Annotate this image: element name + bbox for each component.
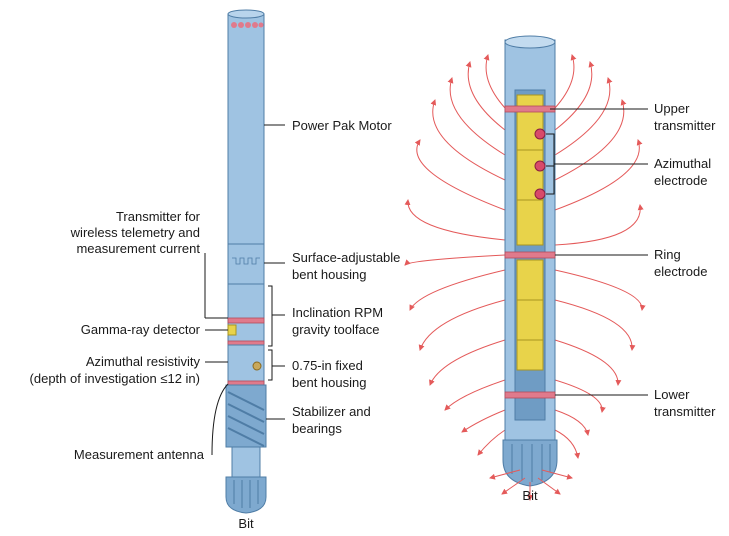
left-labels: Power Pak Motor Transmitter for wireless… xyxy=(30,118,401,531)
label-fixed-bent-1: 0.75-in fixed xyxy=(292,358,363,373)
power-pak-motor-body xyxy=(227,13,265,245)
label-right-bit: Bit xyxy=(522,488,538,503)
label-surface-adjustable-1: Surface-adjustable xyxy=(292,250,400,265)
label-stabilizer-2: bearings xyxy=(292,421,342,436)
mid-ring xyxy=(227,340,265,346)
label-power-pak-motor: Power Pak Motor xyxy=(292,118,392,133)
label-inclination-2: gravity toolface xyxy=(292,322,379,337)
right-tool xyxy=(404,35,648,501)
bearing-section xyxy=(231,446,261,478)
measurement-antenna-ring xyxy=(227,380,265,386)
label-measurement-antenna: Measurement antenna xyxy=(74,447,205,462)
label-fixed-bent-2: bent housing xyxy=(292,375,366,390)
label-azimuthal-resistivity-2: (depth of investigation ≤12 in) xyxy=(30,371,200,386)
label-upper-transmitter-2: transmitter xyxy=(654,118,716,133)
left-bit xyxy=(225,476,267,514)
upper-transmitter-ring xyxy=(504,105,556,113)
field-lines-left xyxy=(404,54,506,456)
field-lines-right xyxy=(554,54,646,459)
label-gamma-ray: Gamma-ray detector xyxy=(81,322,201,337)
resistivity-button xyxy=(252,361,262,371)
label-azimuthal-resistivity-1: Azimuthal resistivity xyxy=(86,354,201,369)
label-surface-adjustable-2: bent housing xyxy=(292,267,366,282)
electronics-lower xyxy=(516,259,544,371)
ring-electrode xyxy=(504,251,556,259)
left-tool xyxy=(204,9,285,514)
label-upper-transmitter-1: Upper xyxy=(654,101,690,116)
label-left-bit: Bit xyxy=(238,516,254,531)
azimuthal-electrode-2 xyxy=(534,160,546,172)
label-ring-electrode-2: electrode xyxy=(654,264,707,279)
right-bit xyxy=(502,439,558,487)
label-inclination-1: Inclination RPM xyxy=(292,305,383,320)
label-transmitter-2: wireless telemetry and xyxy=(70,225,200,240)
label-transmitter-1: Transmitter for xyxy=(116,209,201,224)
label-transmitter-3: measurement current xyxy=(76,241,200,256)
label-azimuthal-electrode-1: Azimuthal xyxy=(654,156,711,171)
azimuthal-electrode-1 xyxy=(534,128,546,140)
motor-top-pattern xyxy=(231,22,264,28)
transmitter-ring xyxy=(227,317,265,324)
azimuthal-electrode-3 xyxy=(534,188,546,200)
lower-transmitter-ring xyxy=(504,391,556,399)
label-ring-electrode-1: Ring xyxy=(654,247,681,262)
label-lower-transmitter-2: transmitter xyxy=(654,404,716,419)
label-lower-transmitter-1: Lower xyxy=(654,387,690,402)
label-stabilizer-1: Stabilizer and xyxy=(292,404,371,419)
label-azimuthal-electrode-2: electrode xyxy=(654,173,707,188)
right-labels: Upper transmitter Azimuthal electrode Ri… xyxy=(522,101,716,503)
gamma-ray-detector-element xyxy=(227,324,237,336)
